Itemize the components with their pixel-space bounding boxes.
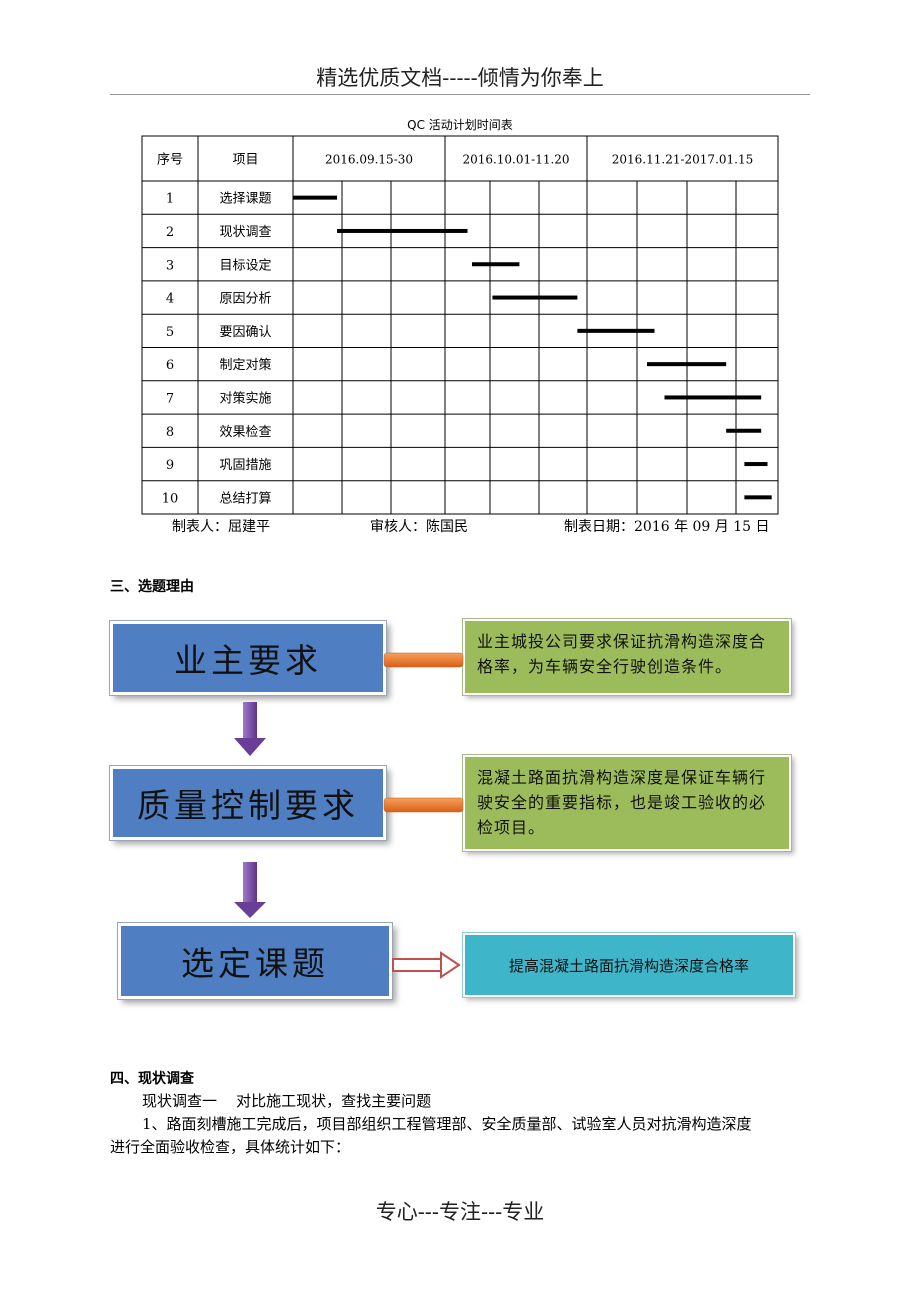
- gantt-bar: [744, 462, 768, 467]
- row-item: 目标设定: [219, 258, 271, 273]
- row-seq: 8: [166, 425, 174, 440]
- header-period: 2016.10.01-11.20: [462, 153, 569, 167]
- row-seq: 5: [166, 325, 174, 340]
- gantt-maker: 制表人：屈建平: [172, 519, 270, 535]
- header-rule: [110, 94, 810, 95]
- table-frame: [141, 135, 779, 515]
- gantt-reviewer: 审核人：陈国民: [370, 519, 468, 535]
- header-seq: 序号: [157, 153, 183, 168]
- row-item: 效果检查: [219, 425, 271, 440]
- gantt-bar: [293, 195, 338, 200]
- header-item: 项目: [232, 153, 258, 168]
- header-period: 2016.11.21-2017.01.15: [612, 153, 753, 167]
- row-item: 总结打算: [219, 491, 271, 506]
- flow-box-label: 业主要求: [174, 641, 322, 680]
- gantt-bar: [726, 428, 762, 433]
- flow-note-selected-topic: 提高混凝土路面抗滑构造深度合格率: [463, 933, 795, 997]
- row-seq: 7: [166, 391, 174, 406]
- page-footer: 专心---专注---专业: [375, 1200, 545, 1224]
- gantt-bar: [492, 295, 578, 300]
- gantt-bar: [647, 362, 727, 367]
- gantt-chart: 序号 项目 2016.09.15-30 2016.10.01-11.20 2016.11…: [141, 135, 779, 515]
- orange-connector-2: [383, 797, 464, 813]
- gantt-title: QC 活动计划时间表: [407, 118, 513, 132]
- flow-box-quality-requirement: 质量控制要求: [110, 766, 386, 840]
- row-item: 巩固措施: [219, 458, 271, 473]
- red-right-arrow: [392, 951, 461, 979]
- flow-note-quality-requirement: 混凝土路面抗滑构造深度是保证车辆行驶安全的重要指标，也是竣工验收的必检项目。: [463, 755, 791, 851]
- flow-connectors: [234, 652, 464, 979]
- header-period: 2016.09.15-30: [325, 153, 413, 167]
- row-item: 要因确认: [219, 325, 271, 340]
- row-seq: 9: [166, 458, 174, 473]
- page-header-title: 精选优质文档-----倾情为你奉上: [316, 66, 604, 90]
- row-item: 选择课题: [219, 192, 271, 207]
- row-seq: 1: [166, 192, 174, 207]
- gantt-date: 制表日期：2016 年 09 月 15 日: [564, 519, 770, 535]
- section4-heading: 四、现状调查: [110, 1071, 194, 1087]
- gantt-bar: [472, 262, 520, 267]
- row-seq: 2: [166, 225, 174, 240]
- flow-note-owner-requirement: 业主城投公司要求保证抗滑构造深度合格率，为车辆安全行驶创造条件。: [463, 619, 791, 695]
- flow-box-label: 选定课题: [181, 944, 329, 983]
- flow-note-text: 业主城投公司要求保证抗滑构造深度合格率，为车辆安全行驶创造条件。: [477, 632, 767, 676]
- row-item: 对策实施: [219, 390, 271, 406]
- gantt-bar: [337, 228, 468, 233]
- section4-line1: 现状调查一 对比施工现状，查找主要问题: [142, 1092, 432, 1110]
- row-seq: 3: [166, 258, 174, 273]
- row-item: 现状调查: [219, 225, 271, 240]
- section3-heading: 三、选题理由: [110, 579, 194, 595]
- row-seq: 6: [166, 358, 174, 373]
- section4-line2: 1、路面刻槽施工完成后，项目部组织工程管理部、安全质量部、试验室人员对抗滑构造深…: [142, 1115, 752, 1133]
- row-item: 制定对策: [219, 357, 271, 373]
- section4-line3: 进行全面验收检查，具体统计如下：: [110, 1138, 351, 1156]
- gantt-bar: [577, 328, 655, 333]
- purple-down-arrow-1: [234, 702, 266, 756]
- flow-note-text: 混凝土路面抗滑构造深度是保证车辆行驶安全的重要指标，也是竣工验收的必检项目。: [477, 768, 767, 837]
- flow-note-text: 提高混凝土路面抗滑构造深度合格率: [508, 956, 749, 975]
- row-item: 原因分析: [219, 292, 271, 307]
- purple-down-arrow-2: [234, 862, 266, 918]
- row-seq: 10: [162, 491, 179, 506]
- gantt-bar: [744, 495, 772, 500]
- row-seq: 4: [166, 292, 174, 307]
- orange-connector-1: [383, 652, 464, 668]
- flow-box-owner-requirement: 业主要求: [110, 621, 386, 695]
- gantt-bar: [664, 395, 762, 400]
- flow-box-selected-topic: 选定课题: [118, 923, 392, 999]
- flow-box-label: 质量控制要求: [137, 786, 359, 825]
